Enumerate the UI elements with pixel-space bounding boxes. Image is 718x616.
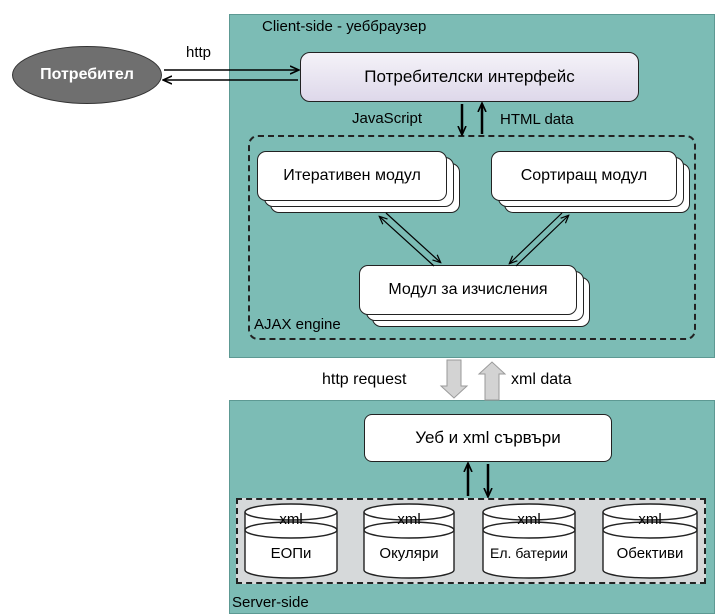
db-obektivi-top: xml <box>638 511 662 528</box>
calc-to-sorting-arrow <box>515 216 568 267</box>
db-okulyari-top: xml <box>397 511 421 528</box>
user-interface-label: Потребителски интерфейс <box>364 67 575 86</box>
calc-module-label: Модул за изчисления <box>388 281 548 298</box>
sorting-module-box: Сортиращ модул <box>491 151 677 201</box>
db-batterii-top: xml <box>517 511 541 528</box>
server-side-title: Server-side <box>232 594 309 611</box>
db-obektivi-name: Обективи <box>616 545 684 562</box>
http-request-label: http request <box>322 371 407 388</box>
xml-data-label: xml data <box>511 371 572 388</box>
iterative-module-label: Итеративен модул <box>283 167 421 184</box>
db-batterii-name: Ел. батерии <box>490 545 568 561</box>
database-cylinder-okulyari <box>363 503 455 579</box>
ajax-engine-label: AJAX engine <box>254 316 341 333</box>
user-label: Потребител <box>40 66 134 83</box>
database-cylinder-batterii <box>482 503 576 579</box>
web-xml-server-label: Уеб и xml сървъри <box>415 428 561 447</box>
sorting-module-label: Сортиращ модул <box>520 167 648 184</box>
http-request-arrow <box>439 359 469 399</box>
sorting-to-calc-arrow <box>510 212 563 263</box>
xml-data-arrow <box>477 361 507 401</box>
ajax-engine-region <box>248 135 696 340</box>
user-node: Потребител <box>12 46 162 104</box>
db-okulyari-name: Окуляри <box>379 545 439 562</box>
db-eopi-top: xml <box>279 511 303 528</box>
iterative-module-box: Итеративен модул <box>257 151 447 201</box>
http-label: http <box>186 44 212 61</box>
client-side-title: Client-side - уеббраузер <box>262 18 427 35</box>
web-xml-server-box: Уеб и xml сървъри <box>364 414 612 462</box>
database-cylinder-eopi <box>244 503 338 579</box>
calc-module-box: Модул за изчисления <box>359 265 577 315</box>
iterative-to-calc-arrow <box>385 212 440 262</box>
html-data-label: HTML data <box>500 111 574 128</box>
javascript-label: JavaScript <box>352 110 423 127</box>
calc-to-iterative-arrow <box>380 217 435 267</box>
user-interface-box: Потребителски интерфейс <box>300 52 639 102</box>
db-eopi-name: ЕОПи <box>270 545 312 562</box>
database-cylinder-obektivi <box>602 503 698 579</box>
